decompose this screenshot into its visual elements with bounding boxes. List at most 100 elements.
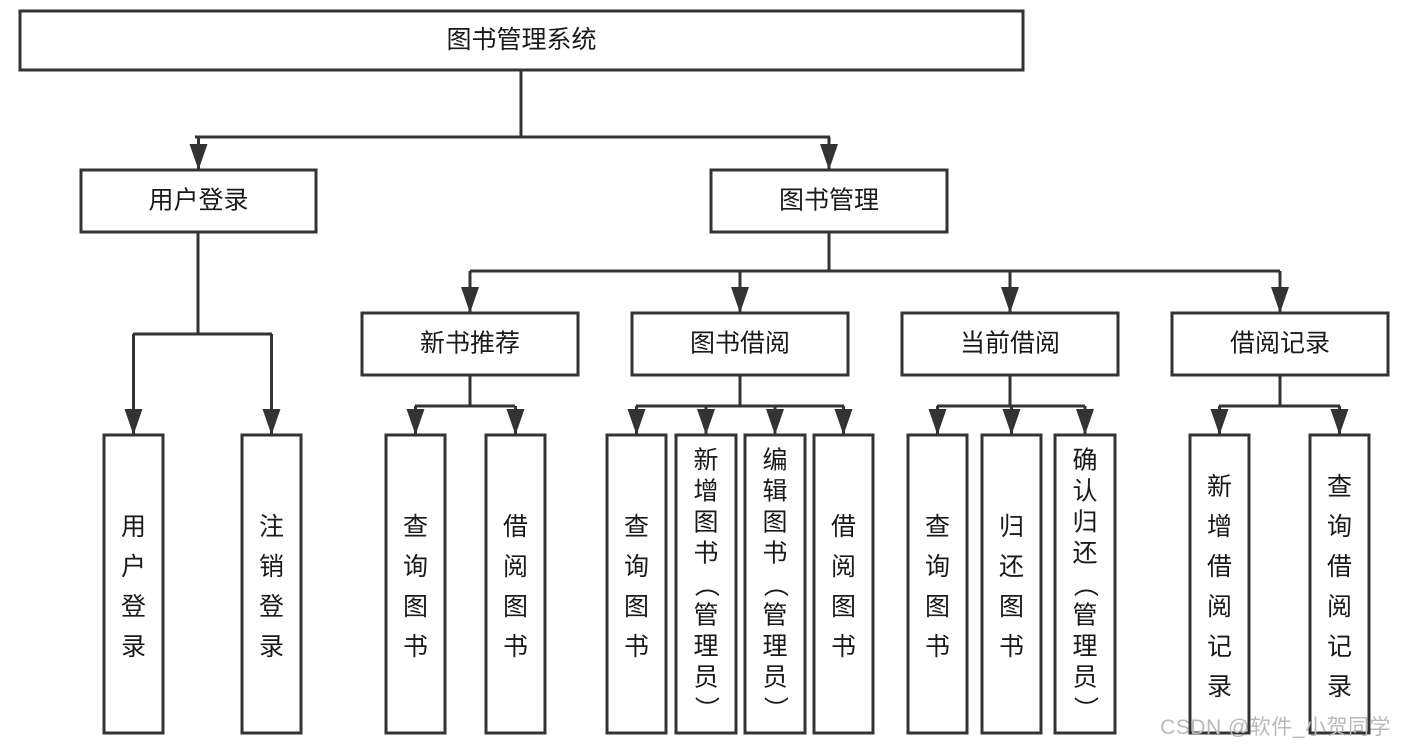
arrow-head-icon — [406, 409, 425, 435]
node-label-char: 录 — [1327, 673, 1352, 701]
node-current-borrow[interactable]: 当前借阅 — [900, 311, 1120, 377]
node-label-char: 借 — [503, 513, 528, 541]
node-label-char: 借 — [1327, 553, 1352, 581]
node-label-char: 录 — [259, 633, 284, 661]
arrow-head-icon — [124, 409, 143, 435]
node-book-borrow[interactable]: 图书借阅 — [630, 311, 850, 377]
node-label-char: 录 — [121, 633, 146, 661]
arrow-head-icon — [627, 409, 646, 435]
node-box[interactable] — [980, 433, 1043, 735]
node-box[interactable] — [1188, 433, 1251, 735]
node-label-char: 借 — [1207, 553, 1232, 581]
node-label-char: 图 — [762, 509, 787, 537]
node-label-char: 阅 — [503, 553, 528, 581]
node-label: 当前借阅 — [960, 330, 1060, 358]
arrow-head-icon — [834, 409, 853, 435]
node-label-char: 询 — [624, 553, 649, 581]
node-label-char: 理 — [1072, 633, 1097, 661]
node-box[interactable] — [743, 433, 807, 735]
node-label-char: 书 — [831, 633, 856, 661]
arrow-head-icon — [1076, 409, 1094, 435]
node-borrow-record[interactable]: 借阅记录 — [1170, 311, 1390, 377]
node-box[interactable] — [812, 433, 875, 735]
node-book-manage[interactable]: 图书管理 — [709, 168, 949, 234]
node-box[interactable] — [79, 168, 318, 234]
node-label-char: 员 — [762, 664, 787, 692]
node-user-login[interactable]: 用户登录 — [79, 168, 318, 234]
node-label-char: 书 — [503, 633, 528, 661]
node-label-char: 书 — [762, 540, 787, 568]
node-box[interactable] — [102, 433, 165, 735]
node-box[interactable] — [605, 433, 668, 735]
arrow-head-icon — [1271, 287, 1289, 313]
node-label-char: 查 — [1327, 473, 1352, 501]
node-label-char: 图 — [503, 593, 528, 621]
node-label-char: 归 — [999, 513, 1024, 541]
node-label-char: （ — [692, 572, 720, 597]
node-label-char: 新 — [693, 447, 718, 475]
node-label-char: 书 — [999, 633, 1024, 661]
node-label-char: 销 — [259, 553, 284, 581]
node-label-char: 注 — [259, 513, 284, 541]
arrow-head-icon — [697, 409, 715, 435]
node-label-char: 询 — [925, 553, 950, 581]
node-label-char: 图 — [831, 593, 856, 621]
node-label-char: 书 — [403, 633, 428, 661]
node-label: 图书管理系统 — [446, 26, 596, 54]
node-new-book-rec[interactable]: 新书推荐 — [360, 311, 580, 377]
node-label-char: 查 — [624, 513, 649, 541]
node-label-char: ） — [761, 696, 789, 721]
node-box[interactable] — [1170, 311, 1390, 377]
node-label-char: 还 — [999, 553, 1024, 581]
arrow-head-icon — [1002, 409, 1021, 435]
node-box[interactable] — [900, 311, 1120, 377]
node-box[interactable] — [1308, 433, 1371, 735]
node-label-char: 员 — [1072, 664, 1097, 692]
node-box[interactable] — [1053, 433, 1117, 735]
node-label-char: 查 — [403, 513, 428, 541]
node-label-char: 书 — [693, 540, 718, 568]
nodes-layer: 图书管理系统用户登录图书管理新书推荐图书借阅当前借阅借阅记录用户登录注销登录查询… — [18, 9, 1390, 735]
node-box[interactable] — [484, 433, 547, 735]
node-label-char: 查 — [925, 513, 950, 541]
node-label-char: 阅 — [1207, 593, 1232, 621]
node-root[interactable]: 图书管理系统 — [18, 9, 1025, 72]
node-box[interactable] — [906, 433, 969, 735]
node-label-char: 归 — [1072, 509, 1097, 537]
node-box[interactable] — [384, 433, 447, 735]
node-leaf-user-login[interactable]: 用户登录 — [102, 433, 165, 735]
arrow-head-icon — [1001, 287, 1019, 313]
node-label-char: 借 — [831, 513, 856, 541]
node-box[interactable] — [18, 9, 1025, 72]
node-label-char: 登 — [121, 593, 146, 621]
node-label-char: 询 — [403, 553, 428, 581]
node-label-char: 理 — [762, 633, 787, 661]
arrow-head-icon — [1210, 409, 1229, 435]
node-label-char: 户 — [121, 553, 146, 581]
node-box[interactable] — [674, 433, 738, 735]
node-box[interactable] — [360, 311, 580, 377]
node-label-char: 图 — [999, 593, 1024, 621]
node-label: 新书推荐 — [420, 330, 520, 358]
node-label-char: 理 — [693, 633, 718, 661]
node-box[interactable] — [240, 433, 303, 735]
node-label-char: 辑 — [762, 478, 787, 506]
arrow-head-icon — [731, 287, 749, 313]
node-label: 图书管理 — [779, 187, 879, 215]
node-box[interactable] — [709, 168, 949, 234]
arrow-head-icon — [1330, 409, 1349, 435]
node-label-char: 图 — [693, 509, 718, 537]
node-box[interactable] — [630, 311, 850, 377]
